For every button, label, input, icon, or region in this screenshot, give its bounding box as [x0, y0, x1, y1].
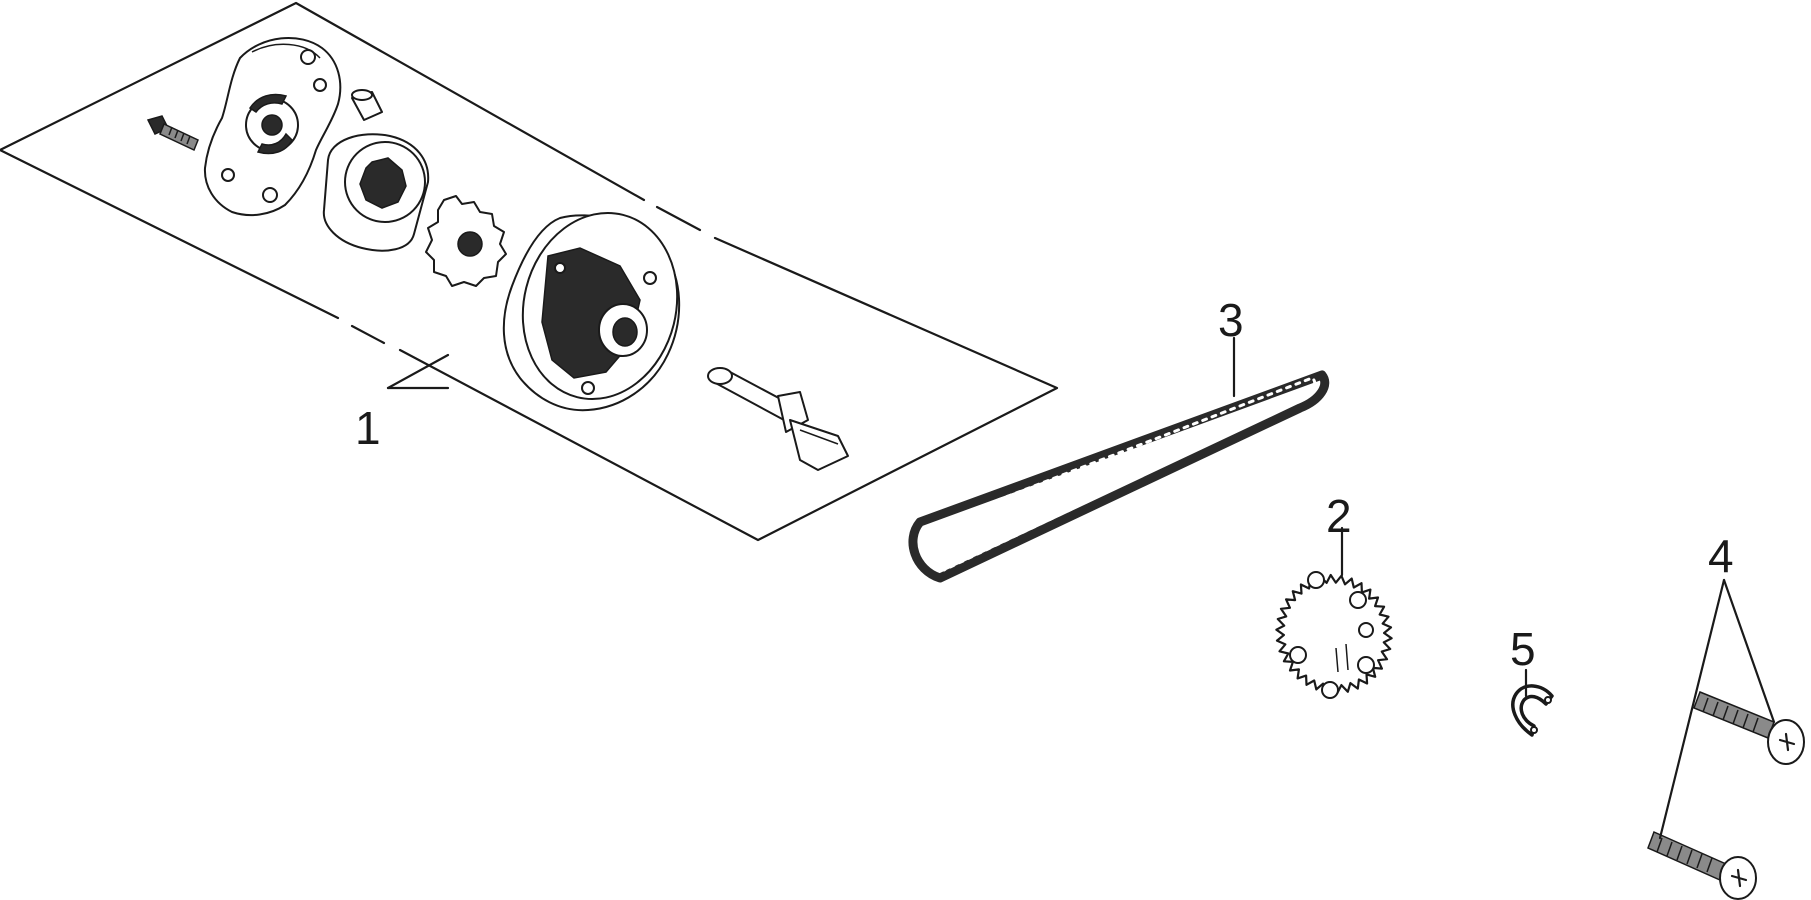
screw-upper [1693, 691, 1805, 765]
cover-plate-groove-1 [248, 93, 288, 114]
sprocket-teeth [1275, 573, 1393, 695]
cover-plate-groove-2 [256, 132, 293, 155]
outer-rotor [322, 133, 430, 252]
cover-bolt-hole-3 [221, 168, 235, 182]
sprocket-hole-4 [1321, 681, 1339, 699]
pump-body-bore [612, 317, 638, 347]
sprocket-hole-6 [1358, 622, 1374, 638]
screw-lower [1647, 830, 1757, 900]
callout-5-label: 5 [1510, 623, 1536, 675]
frame-right-edges [398, 236, 1059, 542]
callout-1-label: 1 [355, 402, 381, 454]
callout-3: 3 [1218, 294, 1244, 398]
screw-upper-shank [1693, 691, 1775, 739]
frame-top-dash-1 [655, 205, 702, 232]
pump-body [502, 211, 681, 412]
callout-4: 4 [1658, 530, 1776, 840]
cover-bolt-threads [168, 126, 191, 145]
drive-chain [908, 370, 1330, 583]
callout-4-label: 4 [1708, 530, 1734, 582]
frame-bottom-edge [0, 148, 340, 320]
pump-shaft-collar [777, 391, 809, 433]
dowel-pin [351, 89, 383, 121]
chain-link-pattern [920, 376, 1317, 572]
screw-lower-shank [1647, 830, 1727, 882]
screw-upper-threads [1702, 697, 1759, 733]
inner-rotor-hub [457, 231, 483, 257]
sprocket-hole-5 [1289, 646, 1307, 664]
callout-1: 1 [355, 353, 450, 454]
circlip [1511, 684, 1554, 737]
pump-body-hole-3 [554, 262, 566, 274]
callout-3-label: 3 [1218, 294, 1244, 346]
cover-bolt-hole-4 [262, 187, 278, 203]
cover-plate-center [261, 114, 283, 136]
callout-4-leader-lower [1658, 578, 1726, 840]
sprocket [1275, 571, 1393, 699]
circlip-ring [1511, 684, 1554, 737]
cover-bolt-hole-1 [300, 49, 316, 65]
callout-1-leader [386, 353, 450, 390]
inner-rotor [425, 195, 507, 287]
outer-rotor-lobes [359, 157, 407, 209]
sprocket-hole-1 [1307, 571, 1325, 589]
screw-lower-threads [1656, 837, 1713, 873]
sprocket-keyway [1335, 643, 1349, 673]
pump-shaft [707, 367, 849, 471]
screw-upper-slot [1778, 732, 1796, 752]
sprocket-hole-3 [1357, 656, 1375, 674]
pump-shaft-end [707, 367, 733, 385]
pump-cover-plate [203, 36, 342, 217]
dowel-pin-end [351, 89, 373, 101]
callout-4-leader-upper [1722, 578, 1776, 724]
screw-lower-slot [1730, 868, 1748, 888]
frame-bottom-dash-1 [350, 324, 386, 345]
circlip-eye-2 [1530, 726, 1538, 734]
assembly-frame [0, 1, 1059, 542]
frame-top-edge [0, 1, 646, 202]
chain-outer-loop [908, 370, 1330, 583]
pump-shaft-tang-edge [799, 429, 839, 445]
cover-bolt [146, 115, 199, 152]
callout-2: 2 [1326, 490, 1352, 577]
cover-bolt-hole-2 [313, 78, 327, 92]
pump-body-hole-2 [581, 381, 595, 395]
sprocket-hole-2 [1349, 591, 1367, 609]
callout-5: 5 [1510, 623, 1536, 698]
circlip-eye-1 [1544, 696, 1552, 704]
cover-bolt-shank [159, 122, 199, 152]
pump-shaft-tang [789, 419, 849, 471]
callout-2-label: 2 [1326, 490, 1352, 542]
pump-body-hole-1 [643, 271, 657, 285]
